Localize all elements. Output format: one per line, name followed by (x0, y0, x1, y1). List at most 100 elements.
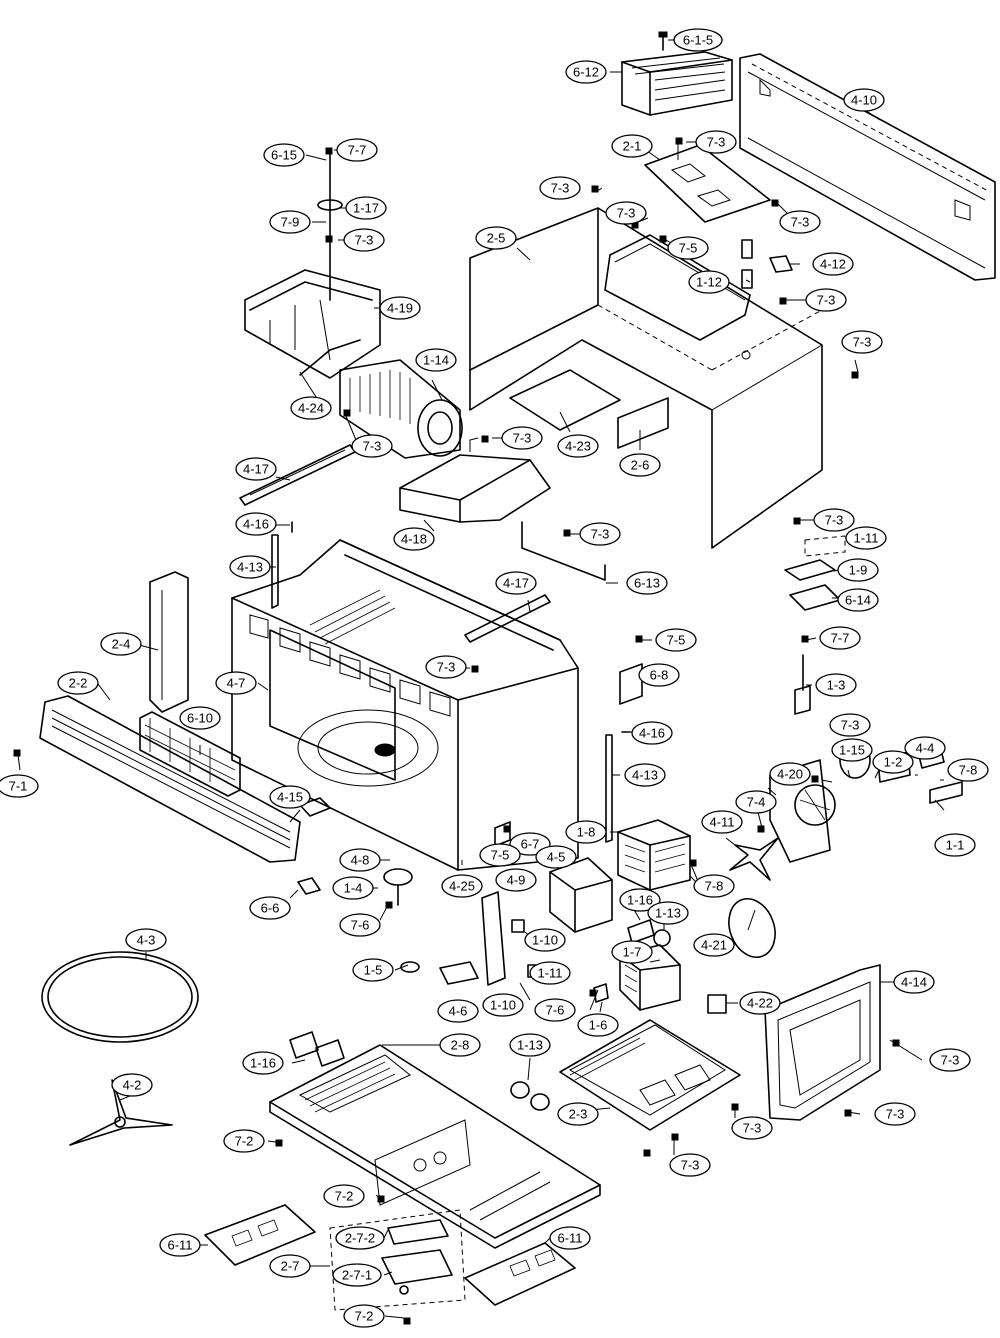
callout-label: 7-3 (707, 135, 726, 150)
callout-label: 7-3 (886, 1107, 905, 1122)
callout-label: 6-1-5 (683, 33, 713, 48)
callout-bubble (269, 210, 311, 234)
callout-7-8-right: 7-8 (947, 758, 989, 782)
callout-2-8: 2-8 (439, 1033, 481, 1057)
callout-bubble (655, 628, 697, 652)
rod-4-13-left (271, 534, 279, 609)
filter-6-10 (139, 711, 241, 797)
screw-marks (13, 137, 900, 1325)
callout-bubble (439, 1033, 481, 1057)
callout-4-5: 4-5 (535, 845, 577, 869)
fuse-1-16-low (289, 1031, 345, 1067)
callout-bubble (482, 993, 524, 1017)
callout-bubble (535, 845, 577, 869)
callout-label: 6-11 (167, 1238, 192, 1253)
callout-bubble (534, 998, 576, 1022)
callout-label: 6-12 (573, 65, 599, 80)
callout-1-10-b: 1-10 (482, 993, 524, 1017)
callout-label: 1-6 (589, 1018, 608, 1033)
callout-1-6: 1-6 (577, 1013, 619, 1037)
callout-label: 4-13 (237, 560, 263, 575)
rod-4-13-right (605, 734, 613, 843)
callout-6-11-right: 6-11 (549, 1226, 591, 1250)
callout-7-8-mid: 7-8 (693, 874, 735, 898)
callout-4-13-right: 4-13 (624, 763, 666, 787)
callout-4-2: 4-2 (111, 1073, 153, 1097)
trim-2-4 (149, 571, 189, 713)
callout-label: 2-6 (631, 458, 650, 473)
callout-2-7-1: 2-7-1 (332, 1263, 382, 1287)
screw-6-1-5 (658, 31, 668, 51)
callout-7-3-i: 7-3 (579, 522, 621, 546)
callout-bubble (495, 571, 537, 595)
callout-6-14: 6-14 (837, 588, 879, 612)
callout-4-23: 4-23 (557, 434, 599, 458)
callout-label: 6-15 (271, 148, 297, 163)
callout-7-3-j: 7-3 (813, 508, 855, 532)
callout-4-19: 4-19 (379, 296, 421, 320)
callout-bubble (669, 1153, 711, 1177)
callout-label: 7-3 (681, 1158, 700, 1173)
blower-1-14 (339, 359, 463, 459)
callout-label: 2-3 (569, 1107, 588, 1122)
callout-label: 4-8 (351, 853, 370, 868)
callout-bubble (415, 348, 457, 372)
callout-bubble (831, 738, 873, 762)
vent-cover-6-12 (621, 51, 733, 116)
callout-label: 4-18 (401, 532, 427, 547)
bracket-1-9 (784, 559, 836, 581)
callout-bubble (779, 210, 821, 234)
callout-1-16-mid: 1-16 (619, 888, 661, 912)
callout-4-3: 4-3 (125, 928, 167, 952)
callout-bubble (229, 555, 271, 579)
grille-bar-2-2 (39, 695, 301, 863)
cover-plate-2-1 (644, 142, 771, 223)
callout-6-13: 6-13 (626, 571, 668, 595)
callout-label: 4-9 (507, 873, 526, 888)
callout-label: 7-3 (743, 1121, 762, 1136)
callout-label: 4-4 (916, 741, 935, 756)
callout-7-5-top: 7-5 (667, 236, 709, 260)
callout-bubble (379, 296, 421, 320)
part-1-1 (929, 781, 963, 804)
callout-label: 2-7 (281, 1259, 300, 1274)
callout-1-2: 1-2 (872, 750, 914, 774)
callout-label: 4-25 (449, 879, 475, 894)
callout-6-12: 6-12 (565, 60, 607, 84)
callout-label: 7-3 (817, 293, 836, 308)
callout-label: 6-8 (650, 668, 669, 683)
callout-bubble (249, 896, 291, 920)
callout-bubble (159, 1233, 201, 1257)
callout-label: 1-8 (577, 825, 596, 840)
callout-bubble (501, 426, 543, 450)
callout-7-3-g: 7-3 (351, 434, 393, 458)
callout-bubble (843, 88, 885, 112)
ring-4-21 (728, 898, 776, 958)
callout-2-7: 2-7 (269, 1254, 311, 1278)
callout-7-3-o: 7-3 (874, 1102, 916, 1126)
callout-7-1: 7-1 (0, 774, 39, 798)
callout-label: 1-17 (353, 201, 379, 216)
callout-label: 6-10 (187, 711, 213, 726)
callout-bubble (393, 527, 435, 551)
callout-bubble (125, 928, 167, 952)
callout-7-5-low: 7-5 (479, 843, 521, 867)
callout-bubble (812, 252, 854, 276)
insulation-sheet-4-23 (509, 369, 621, 431)
callout-1-4: 1-4 (332, 876, 374, 900)
callout-label: 1-10 (490, 998, 516, 1013)
callout-bubble (577, 1013, 619, 1037)
callout-label: 4-15 (277, 790, 303, 805)
callout-bubble (947, 758, 989, 782)
motor-bracket-4-19 (244, 149, 381, 379)
switch-1-11-top (804, 535, 846, 557)
callout-bubble (565, 60, 607, 84)
callout-bubble (605, 201, 647, 225)
callout-bubble (693, 933, 735, 957)
callout-label: 4-20 (777, 767, 803, 782)
fan-blade-4-11 (729, 837, 779, 881)
callout-7-7-mid: 7-7 (819, 626, 861, 650)
roller-support-4-2 (69, 1079, 173, 1146)
callout-bubble (557, 1102, 599, 1126)
callout-7-3-l: 7-3 (829, 713, 871, 737)
